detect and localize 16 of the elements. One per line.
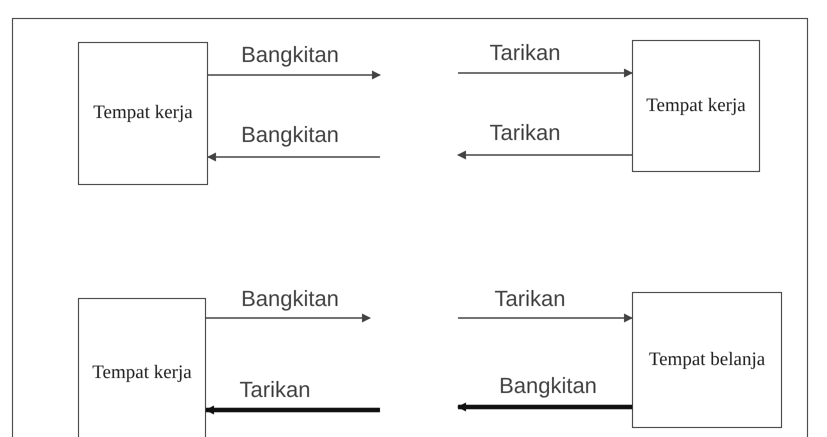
place-box [632,292,782,428]
arrow [207,152,380,162]
arrow [458,314,633,322]
place-box [632,40,760,172]
place-box [78,298,206,437]
arrow [205,406,380,414]
arrow [206,314,371,322]
place-label: Tempat belanja [648,348,766,372]
place-box [78,42,208,185]
arrow [458,68,633,78]
arrow [208,70,381,80]
arrow [457,150,632,160]
arrow [457,402,632,412]
place-label: Tempat kerja [646,94,746,118]
place-label: Tempat kerja [93,101,193,126]
place-label: Tempat kerja [92,360,192,385]
